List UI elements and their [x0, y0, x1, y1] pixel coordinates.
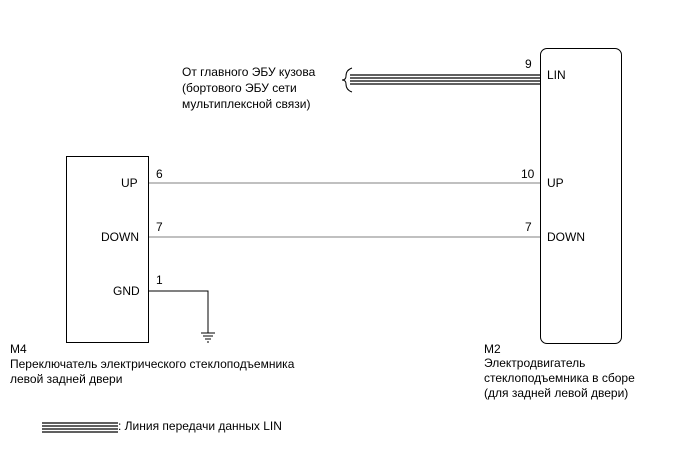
m2-pin-up-number: 10 [521, 167, 535, 181]
m4-pin-gnd-label: GND [113, 284, 140, 298]
m2-pin-down-number: 7 [525, 220, 532, 234]
source-brace [341, 67, 353, 93]
source-label-line-2: (бортового ЭБУ сети [182, 81, 297, 95]
m2-pin-lin-number: 9 [525, 57, 532, 71]
m2-motor-box [540, 48, 622, 344]
m2-pin-down-label: DOWN [547, 230, 585, 244]
m4-pin-down-label: DOWN [101, 230, 139, 244]
m2-name-line-3: (для задней левой двери) [484, 386, 629, 400]
m4-name-line-1: Переключатель электрического стеклоподъе… [10, 357, 295, 371]
m4-pin-up-number: 6 [156, 167, 163, 181]
m4-pin-up-label: UP [121, 176, 138, 190]
lin-bus-line [350, 74, 541, 85]
m2-pin-up-label: UP [547, 176, 564, 190]
source-label-line-1: От главного ЭБУ кузова [182, 65, 316, 79]
m4-pin-down-number: 7 [156, 220, 163, 234]
gnd-wire [148, 290, 209, 333]
m2-code: M2 [484, 342, 501, 356]
m2-name-line-2: стеклоподъемника в сборе [484, 371, 635, 385]
ground-symbol [201, 332, 215, 343]
m2-pin-lin-label: LIN [547, 68, 566, 82]
source-label-line-3: мультиплексной связи) [182, 97, 311, 111]
legend-lin-symbol [42, 422, 118, 433]
m2-name-line-1: Электродвигатель [484, 356, 586, 370]
m4-pin-gnd-number: 1 [156, 273, 163, 287]
m4-switch-box [66, 156, 149, 343]
m4-code: M4 [10, 342, 27, 356]
m4-name-line-2: левой задней двери [10, 372, 123, 386]
legend-text: : Линия передачи данных LIN [118, 419, 282, 433]
